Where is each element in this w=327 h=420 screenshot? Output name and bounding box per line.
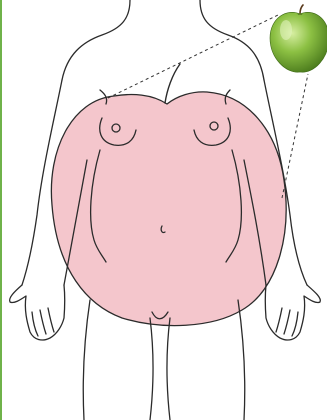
apple-icon bbox=[270, 5, 327, 72]
left-shoulder-line bbox=[62, 0, 130, 80]
left-leg-inner-line bbox=[150, 318, 153, 420]
right-leg-inner-line bbox=[167, 318, 170, 420]
right-hand-finger-2 bbox=[284, 310, 290, 334]
right-hand-finger-3 bbox=[276, 308, 282, 332]
left-hand-finger-2 bbox=[40, 310, 46, 334]
right-hand-finger-1 bbox=[292, 312, 298, 336]
left-hand-finger-3 bbox=[48, 308, 54, 332]
zoom-line-bottom bbox=[282, 74, 308, 198]
zoom-line-top bbox=[108, 15, 278, 98]
left-hand-outline bbox=[10, 285, 65, 340]
left-leg-outer-line bbox=[83, 300, 90, 420]
right-shoulder-line bbox=[200, 0, 264, 80]
left-hand-finger-1 bbox=[32, 312, 38, 336]
right-leg-outer-line bbox=[238, 300, 245, 420]
right-hand-outline bbox=[265, 285, 320, 340]
apple-body-shape bbox=[51, 92, 286, 326]
